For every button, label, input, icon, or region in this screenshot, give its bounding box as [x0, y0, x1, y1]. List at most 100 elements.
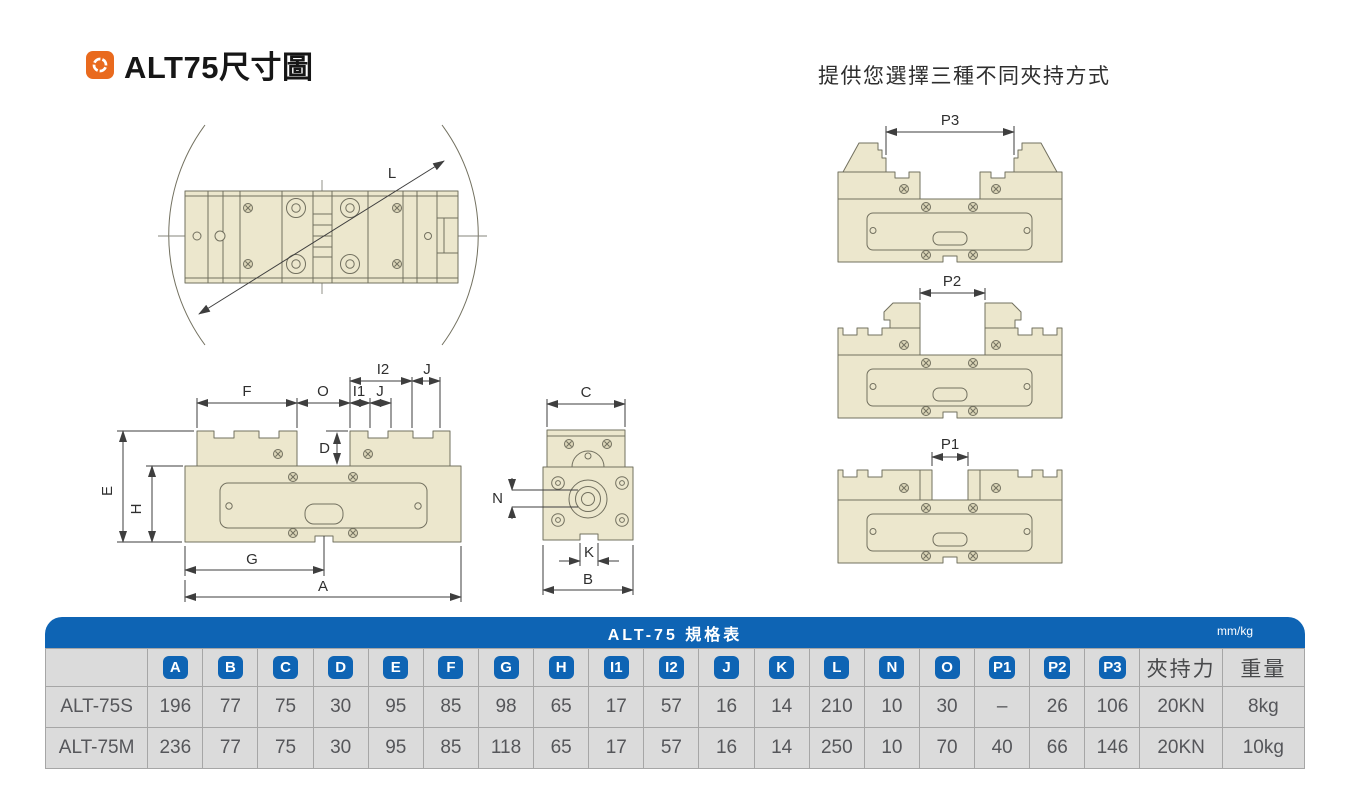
cell: 236: [147, 727, 204, 769]
col-badge-H: H: [548, 656, 574, 679]
cell: 75: [257, 686, 314, 728]
cell: 66: [1029, 727, 1086, 769]
dim-label-B: B: [583, 571, 593, 588]
front-view: E H F O I1 J I2 J D G A: [99, 361, 462, 602]
col-badge-B: B: [217, 656, 243, 679]
cell: 17: [588, 727, 645, 769]
clamp-option-p1: P1: [837, 436, 1063, 563]
cell: 95: [367, 686, 424, 728]
cell: 10: [863, 686, 920, 728]
cell: 14: [753, 727, 810, 769]
cell: 14: [753, 686, 810, 728]
cell: 118: [477, 727, 535, 769]
spec-table-title: ALT-75 規格表: [607, 626, 743, 644]
dim-label-P3: P3: [941, 112, 959, 129]
dim-label-L: L: [388, 165, 396, 182]
top-view: L: [158, 124, 487, 346]
col-badge-J: J: [714, 656, 740, 679]
dim-label-P1: P1: [941, 436, 959, 453]
dim-label-G: G: [246, 551, 258, 568]
cell: 146: [1084, 727, 1141, 769]
col-badge-P2: P2: [1044, 656, 1071, 679]
cell: 20KN: [1139, 686, 1223, 728]
col-header-weight: 重量: [1240, 657, 1287, 681]
col-badge-E: E: [383, 656, 409, 679]
cell: 26: [1029, 686, 1086, 728]
dim-label-P2: P2: [943, 273, 961, 290]
cell: 77: [202, 686, 259, 728]
dim-label-J-upper: J: [423, 361, 431, 378]
spec-table: ALT-75 規格表 mm/kg A B C D E F G H I1 I2: [44, 617, 1306, 769]
col-badge-F: F: [438, 656, 464, 679]
col-badge-P1: P1: [988, 656, 1016, 679]
side-view: C B K N: [492, 384, 634, 595]
brand-icon: [86, 50, 114, 79]
cell: 196: [147, 686, 204, 728]
cell: 106: [1084, 686, 1141, 728]
col-badge-N: N: [879, 656, 905, 679]
page-title: ALT75尺寸圖: [124, 50, 314, 85]
dim-label-C: C: [581, 384, 592, 401]
col-badge-O: O: [934, 656, 960, 679]
cell: 250: [808, 727, 865, 769]
cell: 57: [643, 686, 700, 728]
clamp-option-p3: P3: [837, 112, 1063, 262]
cell: 95: [367, 727, 424, 769]
dim-label-K: K: [584, 544, 594, 561]
cell: 8kg: [1221, 686, 1306, 728]
col-badge-G: G: [493, 656, 519, 679]
col-badge-I2: I2: [658, 656, 684, 679]
spec-table-header-bar: ALT-75 規格表 mm/kg: [45, 617, 1305, 648]
cell: 85: [422, 686, 479, 728]
col-badge-L: L: [824, 656, 850, 679]
clamp-options-note: 提供您選擇三種不同夾持方式: [818, 65, 1111, 88]
page-header: ALT75尺寸圖: [86, 42, 313, 87]
col-badge-D: D: [328, 656, 354, 679]
cell: 17: [588, 686, 645, 728]
cell: 10: [863, 727, 920, 769]
dim-label-A: A: [318, 578, 328, 595]
cell: 20KN: [1139, 727, 1223, 769]
cell: 210: [808, 686, 865, 728]
cell: 85: [422, 727, 479, 769]
model-column-header: [44, 648, 149, 687]
col-badge-I1: I1: [603, 656, 629, 679]
col-badge-P3: P3: [1099, 656, 1126, 679]
dim-label-J-lower: J: [376, 383, 384, 400]
cell: 30: [918, 686, 976, 728]
cell: 98: [477, 686, 535, 728]
col-badge-A: A: [162, 656, 188, 679]
cell: 10kg: [1221, 727, 1306, 769]
cell: –: [974, 686, 1031, 728]
table-row: ALT-75M 236 77 75 30 95 85 118 65 17 57 …: [44, 727, 1306, 769]
model-name: ALT-75M: [44, 727, 149, 769]
cell: 16: [698, 727, 755, 769]
cell: 70: [918, 727, 976, 769]
cell: 30: [312, 727, 369, 769]
cell: 77: [202, 727, 259, 769]
cell: 65: [533, 727, 590, 769]
col-badge-C: C: [273, 656, 299, 679]
col-badge-K: K: [769, 656, 795, 679]
dim-label-O: O: [317, 383, 329, 400]
dim-label-N: N: [492, 490, 503, 507]
dim-label-I1: I1: [353, 383, 366, 400]
cell: 75: [257, 727, 314, 769]
clamp-option-p2: P2: [837, 273, 1063, 418]
spec-grid: A B C D E F G H I1 I2 J K L N O P1 P2 P3…: [44, 648, 1306, 769]
cell: 30: [312, 686, 369, 728]
spec-header-row: A B C D E F G H I1 I2 J K L N O P1 P2 P3…: [44, 648, 1306, 687]
dim-label-F: F: [242, 383, 251, 400]
dim-label-D: D: [319, 440, 330, 457]
cell: 57: [643, 727, 700, 769]
dim-label-H: H: [128, 504, 145, 515]
cell: 65: [533, 686, 590, 728]
cell: 16: [698, 686, 755, 728]
cell: 40: [974, 727, 1031, 769]
col-header-clamp-force: 夾持力: [1146, 657, 1216, 681]
spec-table-unit: mm/kg: [1217, 624, 1253, 638]
table-row: ALT-75S 196 77 75 30 95 85 98 65 17 57 1…: [44, 686, 1306, 728]
model-name: ALT-75S: [44, 686, 149, 728]
